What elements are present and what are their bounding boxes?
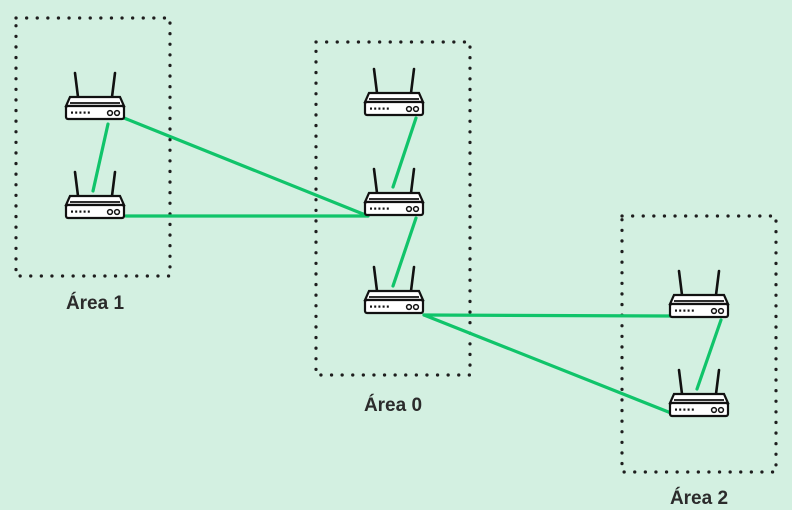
link-r0c-r2a: [422, 313, 673, 318]
area-label-area2: Área 2: [670, 487, 728, 509]
area-box-area1: [14, 16, 172, 278]
router-icon: [668, 269, 730, 319]
link-r0c-r2b: [422, 313, 673, 415]
area-label-area0: Área 0: [364, 394, 422, 416]
router-icon: [363, 67, 425, 117]
area-label-area1: Área 1: [66, 292, 125, 314]
area-box-area2: [620, 214, 778, 474]
link-r0a-r0b: [391, 116, 418, 189]
link-r1a-r1b: [91, 122, 110, 193]
link-r1a-r0b: [122, 116, 370, 218]
router-icon: [64, 170, 126, 220]
router-icon: [363, 167, 425, 217]
router-icon: [64, 71, 126, 121]
router-icon: [668, 368, 730, 418]
link-r0b-r0c: [391, 216, 418, 288]
link-r2a-r2b: [695, 318, 723, 391]
router-icon: [363, 265, 425, 315]
